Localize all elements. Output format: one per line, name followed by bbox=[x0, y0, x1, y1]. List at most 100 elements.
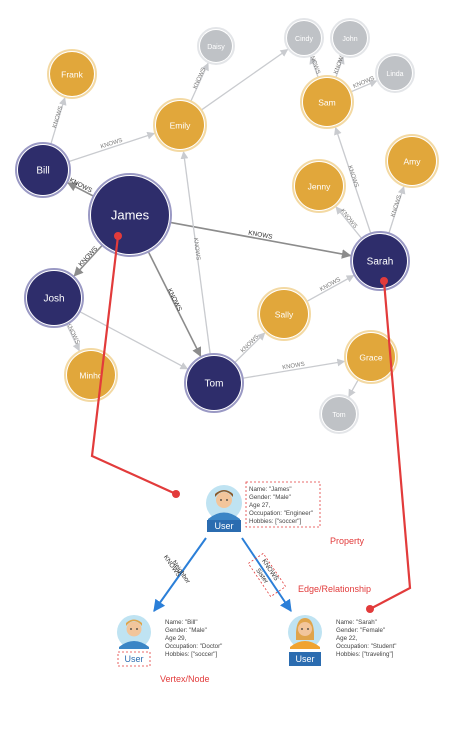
highlight-connectors bbox=[90, 232, 412, 613]
property-line: Hobbies: ["soccer"] bbox=[165, 651, 217, 658]
node-circle-sam bbox=[303, 78, 351, 126]
node-label-james: James bbox=[111, 207, 150, 222]
edge-sam-john bbox=[335, 56, 345, 78]
node-frank[interactable]: Frank bbox=[47, 49, 97, 99]
edge-label-sarah-jenny: KNOWS bbox=[339, 208, 358, 229]
left-user-properties: Name: "Bill"Gender: "Male"Age 29,Occupat… bbox=[165, 619, 222, 658]
edge-james-bill bbox=[67, 182, 94, 197]
edge-josh-tom bbox=[79, 311, 189, 370]
node-bill[interactable]: Bill bbox=[15, 142, 71, 198]
user-connector-dot bbox=[172, 490, 180, 498]
edge-label-tom-sally: KNOWS bbox=[240, 334, 260, 354]
node-label-john: John bbox=[342, 36, 357, 43]
node-daisy[interactable]: Daisy bbox=[197, 27, 235, 65]
edge-sarah-sam bbox=[334, 126, 372, 234]
node-minho[interactable]: Minho bbox=[64, 348, 118, 402]
top-user-badge-label: User bbox=[214, 521, 233, 531]
property-line: Age 29, bbox=[165, 635, 187, 642]
edge-tom-emily bbox=[180, 150, 211, 355]
schema-left-edge: KNOWS Neighbor bbox=[153, 537, 207, 612]
right-user-badge bbox=[289, 652, 321, 666]
edge-label-emily-daisy: KNOWS bbox=[193, 67, 208, 90]
node-circle-emily bbox=[156, 101, 204, 149]
sarah-user-connector-dot bbox=[366, 605, 374, 613]
edge-james-josh bbox=[73, 244, 103, 277]
edge-sally-sarah bbox=[306, 274, 355, 303]
edge-label-josh-minho: KNOWS bbox=[65, 322, 80, 345]
node-john[interactable]: John bbox=[330, 18, 370, 58]
edge-sarah-jenny bbox=[335, 206, 363, 239]
node-label-emily: Emily bbox=[170, 120, 192, 130]
edge-tom-grace bbox=[242, 358, 346, 379]
right-edge-box bbox=[247, 552, 287, 598]
node-cindy[interactable]: Cindy bbox=[284, 18, 324, 58]
edge-james-sarah bbox=[170, 221, 352, 259]
node-label-cindy: Cindy bbox=[295, 36, 313, 43]
edge-tom-sally bbox=[234, 332, 266, 364]
property-line: Occupation: "Engineer" bbox=[249, 510, 313, 517]
node-sarah[interactable]: Sarah bbox=[350, 231, 410, 291]
sarah-connector-dot bbox=[380, 277, 388, 285]
node-sam[interactable]: Sam bbox=[300, 75, 354, 129]
node-circle-daisy bbox=[200, 30, 232, 62]
node-label-amy: Amy bbox=[404, 156, 422, 166]
edge-emily-daisy bbox=[190, 62, 209, 102]
edge-james-tom bbox=[147, 251, 202, 358]
top-user-badge bbox=[207, 520, 241, 532]
node-tom[interactable]: Tom bbox=[184, 353, 244, 413]
node-circle-sally bbox=[260, 290, 308, 338]
node-james[interactable]: James bbox=[88, 173, 172, 257]
property-line: Hobbies: ["soccer"] bbox=[249, 518, 301, 525]
edge-label-sarah-sam: KNOWS bbox=[346, 165, 359, 188]
edge-sam-linda bbox=[350, 80, 378, 93]
top-user-property-box bbox=[245, 481, 321, 528]
left-user-badge-box bbox=[117, 651, 151, 667]
node-circle-tom bbox=[187, 356, 241, 410]
vertex-annotation: Vertex/Node bbox=[160, 674, 210, 684]
edge-grace-tom2 bbox=[348, 379, 359, 398]
node-label-minho: Minho bbox=[79, 370, 102, 380]
node-label-jenny: Jenny bbox=[308, 181, 331, 191]
right-user-vertex: User Name: "Sarah"Gender: "Female"Age 22… bbox=[288, 615, 396, 666]
node-tom2[interactable]: Tom bbox=[319, 394, 359, 434]
property-line: Name: "Sarah" bbox=[336, 619, 377, 626]
edge-label-bill-frank: KNOWS bbox=[52, 105, 64, 128]
top-user-properties: Name: "James"Gender: "Male"Age 27,Occupa… bbox=[249, 486, 313, 525]
property-line: Gender: "Female" bbox=[336, 627, 385, 634]
node-label-grace: Grace bbox=[359, 352, 382, 362]
node-grace[interactable]: Grace bbox=[344, 330, 398, 384]
edge-emily-cindy bbox=[200, 48, 289, 111]
node-jenny[interactable]: Jenny bbox=[292, 159, 346, 213]
right-user-properties: Name: "Sarah"Gender: "Female"Age 22,Occu… bbox=[336, 619, 396, 658]
edge-label-james-josh: KNOWS bbox=[78, 245, 100, 268]
left-user-vertex: User Name: "Bill"Gender: "Male"Age 29,Oc… bbox=[117, 615, 222, 684]
property-line: Occupation: "Doctor" bbox=[165, 643, 222, 650]
node-label-linda: Linda bbox=[386, 71, 403, 78]
property-line: Hobbies: ["traveling"] bbox=[336, 651, 394, 658]
edges-layer bbox=[50, 48, 406, 398]
edge-josh-minho bbox=[65, 323, 80, 352]
edge-label-sally-sarah: KNOWS bbox=[319, 277, 342, 293]
property-line: Age 22, bbox=[336, 635, 358, 642]
property-line: Age 27, bbox=[249, 502, 271, 509]
node-circle-john bbox=[333, 21, 367, 55]
node-label-sam: Sam bbox=[318, 97, 335, 107]
avatar-icon bbox=[290, 618, 320, 649]
node-emily[interactable]: Emily bbox=[153, 98, 207, 152]
node-amy[interactable]: Amy bbox=[385, 134, 439, 188]
node-circle-james bbox=[91, 176, 169, 254]
edge-label-bill-emily: KNOWS bbox=[100, 138, 123, 151]
edge-sarah-amy bbox=[388, 185, 406, 234]
node-circle-linda bbox=[378, 56, 412, 90]
node-linda[interactable]: Linda bbox=[375, 53, 415, 93]
edge-label-tom-emily: KNOWS bbox=[192, 237, 201, 260]
edge-label-james-sarah: KNOWS bbox=[248, 230, 274, 241]
edge-bill-emily bbox=[68, 131, 156, 163]
node-circle-cindy bbox=[287, 21, 321, 55]
node-sally[interactable]: Sally bbox=[257, 287, 311, 341]
node-circle-josh bbox=[27, 271, 81, 325]
right-user-badge-label: User bbox=[295, 654, 314, 664]
james-connector-dot bbox=[114, 232, 122, 240]
node-josh[interactable]: Josh bbox=[24, 268, 84, 328]
node-label-sally: Sally bbox=[275, 309, 294, 319]
